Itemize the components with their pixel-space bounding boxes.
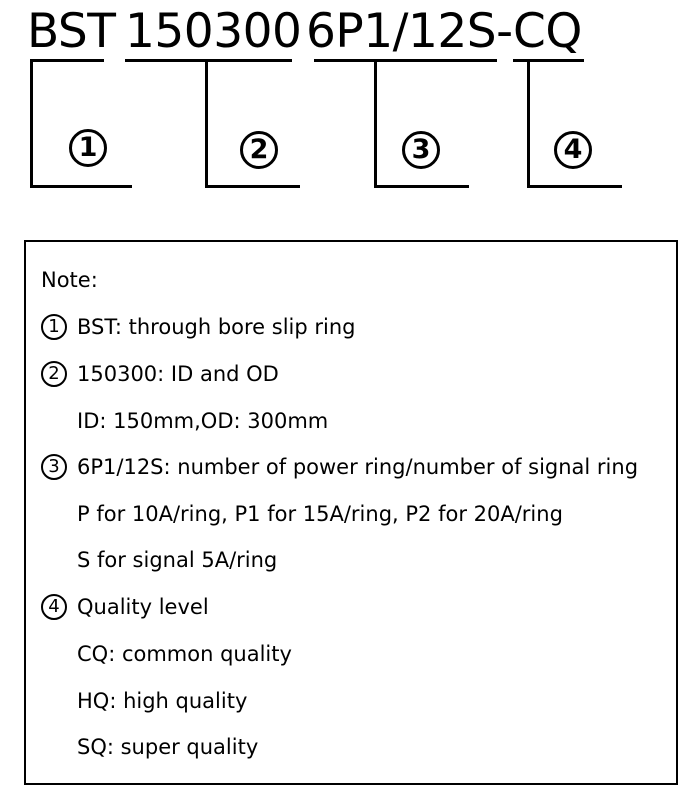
note-item-4: Quality level	[77, 595, 209, 619]
note-marker-2: 2	[41, 361, 67, 387]
note-marker-1: 1	[41, 314, 67, 340]
bracket-2	[205, 59, 300, 188]
bracket-4	[527, 59, 622, 188]
note-item-4-sub-1: CQ: common quality	[77, 642, 292, 666]
note-item-2-sub-1: ID: 150mm,OD: 300mm	[77, 409, 329, 433]
note-marker-4: 4	[41, 594, 67, 620]
note-item-3-sub-1: P for 10A/ring, P1 for 15A/ring, P2 for …	[77, 502, 563, 526]
underline-3	[314, 59, 497, 62]
marker-4: 4	[554, 131, 592, 169]
note-marker-3: 3	[41, 454, 67, 480]
note-title: Note:	[41, 268, 98, 292]
underline-1	[30, 59, 104, 62]
note-item-2: 150300: ID and OD	[77, 362, 279, 386]
note-item-1: BST: through bore slip ring	[77, 315, 356, 339]
underline-4	[513, 59, 584, 62]
marker-1: 1	[69, 129, 107, 167]
note-item-3: 6P1/12S: number of power ring/number of …	[77, 455, 639, 479]
code-part-rings: 6P1/12S-	[306, 4, 513, 59]
code-part-dimensions: 150300	[125, 4, 302, 59]
note-item-4-sub-3: SQ: super quality	[77, 735, 259, 759]
bracket-3	[374, 59, 469, 188]
bracket-1	[30, 59, 132, 188]
code-part-quality: CQ	[513, 4, 582, 59]
marker-3: 3	[402, 131, 440, 169]
marker-2: 2	[240, 131, 278, 169]
note-box: Note: 1 BST: through bore slip ring 2 15…	[24, 240, 678, 785]
note-item-4-sub-2: HQ: high quality	[77, 689, 248, 713]
underline-2	[125, 59, 292, 62]
note-item-3-sub-2: S for signal 5A/ring	[77, 548, 278, 572]
code-dash: -	[496, 4, 513, 59]
code-part-series: BST	[27, 4, 116, 59]
